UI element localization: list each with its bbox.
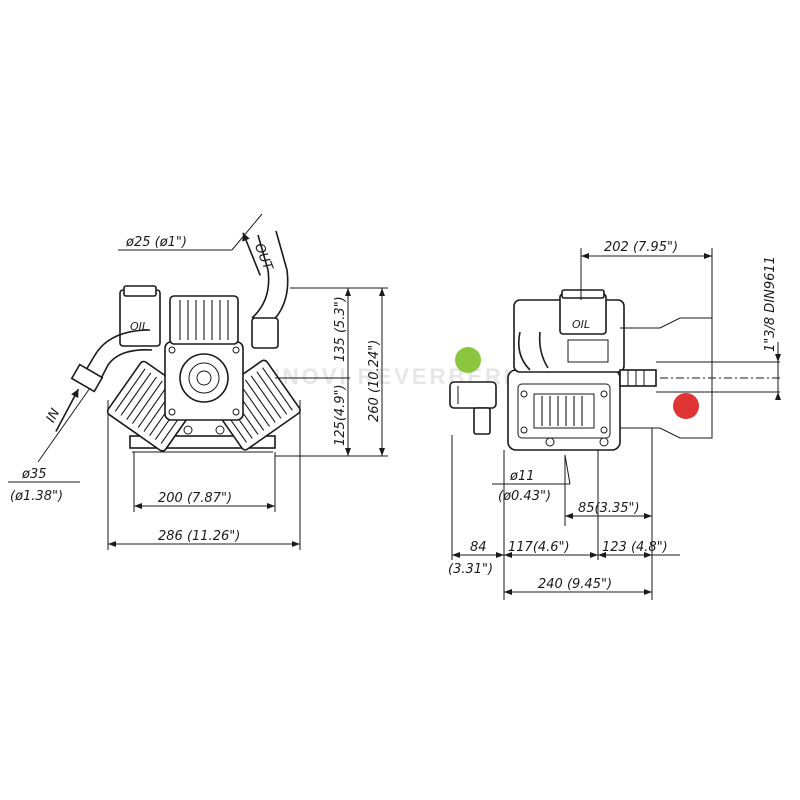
dim-w-inner: 200 (7.87") — [158, 491, 232, 506]
dim-117: 117(4.6") — [508, 540, 570, 555]
dim-h-top: 135 (5.3") — [333, 296, 348, 362]
dim-84: 84 — [470, 540, 487, 555]
dim-240: 240 (9.45") — [538, 577, 612, 592]
dim-shaft-spec: 1"3/8 DIN9611 — [763, 256, 778, 352]
dim-bolt-dia-in: (ø0.43") — [498, 489, 551, 504]
dim-h-bottom: 125(4.9") — [333, 384, 348, 446]
side-view: OIL 202 (7.95") 1"3/8 DIN9611 ø11 (ø0.43… — [448, 240, 781, 600]
front-inlet-label: IN — [44, 406, 64, 425]
side-inlet-fitting — [449, 381, 497, 409]
front-oil-reservoir — [119, 289, 161, 347]
dim-inlet-dia: ø35 — [21, 467, 47, 482]
dim-123: 123 (4.8") — [602, 540, 668, 555]
green-indicator-dot — [455, 347, 481, 373]
front-outlet-pipe — [251, 234, 270, 319]
front-inlet-pipe — [79, 329, 151, 381]
side-oil-label: OIL — [572, 318, 590, 331]
side-shaft — [619, 369, 657, 387]
dim-84-in: (3.31") — [448, 562, 493, 577]
dim-h-total: 260 (10.24") — [367, 340, 382, 422]
dim-w-total: 286 (11.26") — [158, 529, 240, 544]
dim-inlet-dia-in: (ø1.38") — [10, 489, 63, 504]
red-indicator-dot — [673, 393, 699, 419]
front-outlet-label: OUT — [251, 241, 276, 273]
dim-bolt-dia: ø11 — [509, 469, 535, 484]
front-shaft-flange — [179, 353, 229, 403]
front-view: OIL IN OUT ø25 (ø1") ø35 (ø1.38") — [8, 213, 388, 550]
dim-85: 85(3.35") — [578, 501, 640, 516]
dim-outlet-dia: ø25 (ø1") — [125, 235, 187, 250]
dim-shaft-len: 202 (7.95") — [604, 240, 678, 255]
